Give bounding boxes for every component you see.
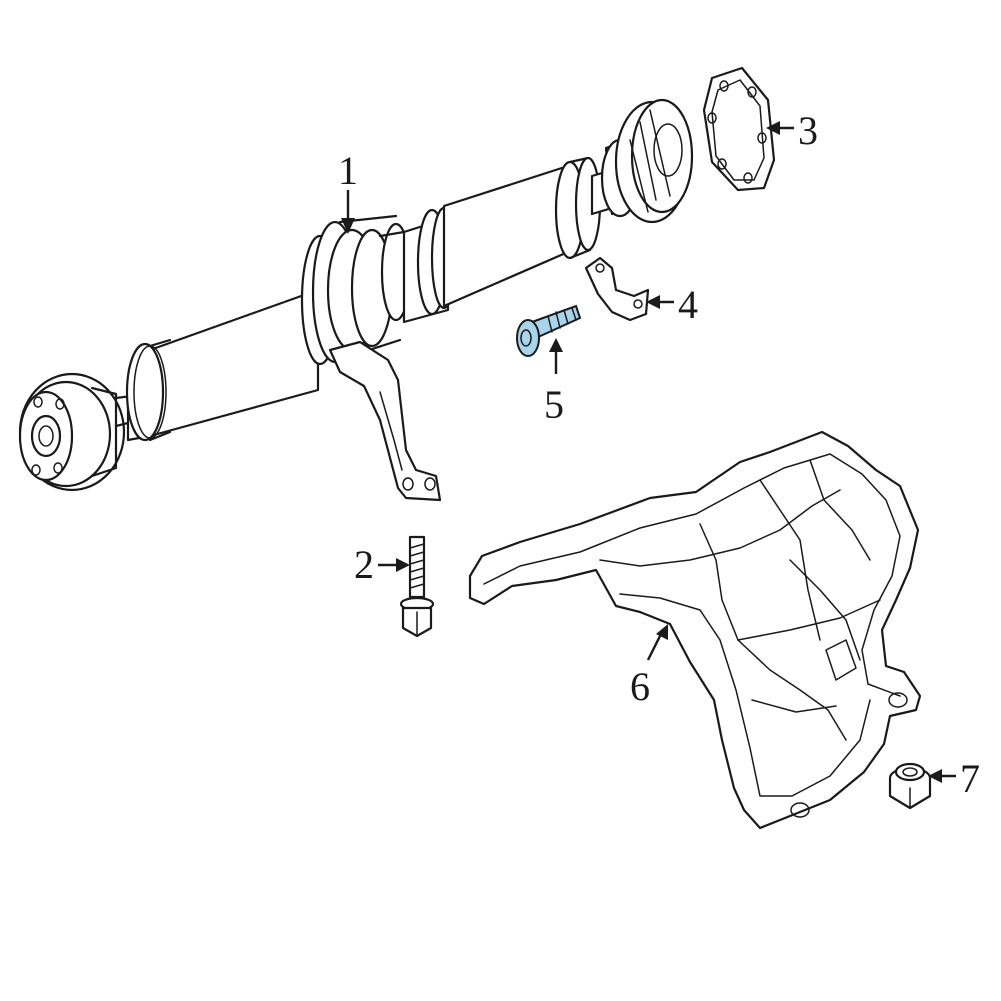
left-tube (125, 288, 320, 442)
callout-6-number: 6 (630, 664, 650, 709)
callout-2-number: 2 (354, 542, 374, 587)
callout-2: 2 (354, 542, 410, 587)
callout-4-number: 4 (678, 282, 698, 327)
callout-3: 3 (766, 108, 818, 153)
callout-1: 1 (338, 148, 358, 234)
left-flange (18, 372, 134, 492)
nut[interactable] (888, 762, 932, 810)
heat-shield[interactable] (468, 430, 922, 830)
right-flange (590, 98, 694, 224)
callout-5: 5 (544, 338, 564, 427)
center-support-bracket (328, 340, 442, 502)
bolt-flange[interactable] (399, 535, 435, 638)
callout-7-number: 7 (960, 756, 980, 801)
clamp[interactable] (584, 256, 650, 322)
callout-4: 4 (646, 282, 698, 327)
callout-7: 7 (928, 756, 980, 801)
drive-shaft[interactable] (18, 98, 694, 502)
callout-5-number: 5 (544, 382, 564, 427)
right-tube (402, 156, 602, 324)
gasket[interactable] (702, 66, 776, 192)
center-bearing (300, 214, 412, 366)
callout-6: 6 (630, 624, 668, 709)
callout-3-number: 3 (798, 108, 818, 153)
callout-1-number: 1 (338, 148, 358, 193)
bolt-highlighted[interactable] (516, 304, 582, 357)
